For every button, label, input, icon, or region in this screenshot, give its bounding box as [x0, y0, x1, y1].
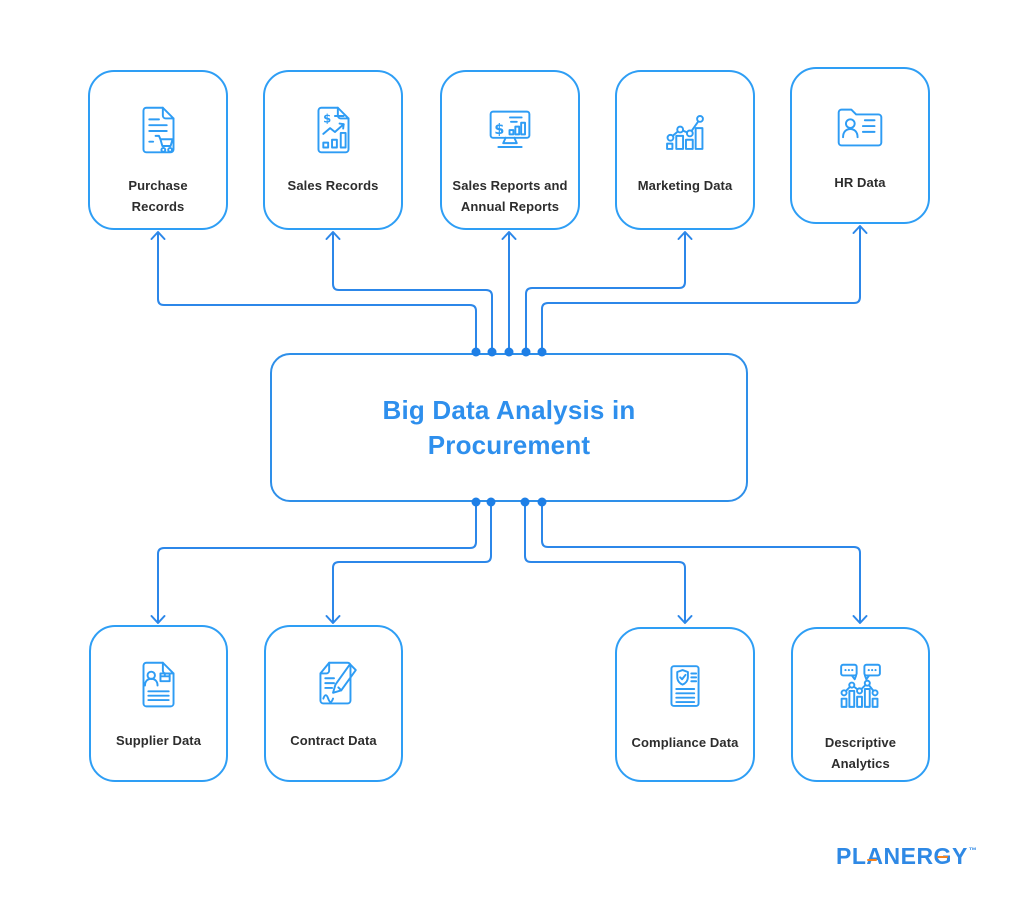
node-label: HR Data	[834, 175, 886, 190]
diagram-title: Big Data Analysis in Procurement	[382, 395, 636, 460]
svg-text:$: $	[494, 122, 504, 138]
edge-to-purchase-records	[150, 231, 477, 352]
edge-to-supplier-data	[150, 502, 477, 624]
node-label: Descriptive Analytics	[824, 735, 897, 771]
node-label: Sales Records	[287, 178, 379, 193]
edge-to-contract-data	[325, 502, 492, 624]
node-hr-data: HR Data	[790, 67, 930, 224]
center-node: Big Data Analysis in Procurement	[270, 353, 748, 502]
logo-accent-g	[937, 855, 948, 859]
node-descriptive-analytics: Descriptive Analytics	[791, 627, 930, 782]
node-sales-reports: $ Sales Reports and Annual Reports	[440, 70, 580, 230]
svg-text:$: $	[323, 111, 331, 125]
node-label: Supplier Data	[115, 733, 202, 748]
purchase-records-icon	[142, 106, 175, 154]
edge-to-sales-records	[325, 231, 493, 352]
node-marketing-data: Marketing Data	[615, 70, 755, 230]
sales-records-icon: $	[317, 106, 350, 154]
node-label: Contract Data	[290, 733, 377, 748]
node-sales-records: $ Sales Records	[263, 70, 403, 230]
sales-reports-icon: $	[489, 110, 531, 148]
node-supplier-data: Supplier Data	[89, 625, 228, 782]
marketing-data-icon	[666, 115, 704, 150]
node-label: Marketing Data	[637, 178, 733, 193]
supplier-data-icon	[142, 661, 174, 708]
edge-to-hr-data	[541, 225, 868, 352]
compliance-data-icon	[670, 665, 700, 707]
descriptive-analytics-icon	[839, 663, 881, 708]
edge-to-marketing-data	[525, 231, 693, 352]
node-purchase-records: Purchase Records	[88, 70, 228, 230]
hr-data-icon	[837, 108, 883, 147]
logo-accent-a	[867, 858, 877, 862]
edge-to-compliance-data	[524, 502, 693, 624]
node-label: Purchase Records	[128, 178, 188, 214]
logo-text: PLANERGY	[836, 843, 968, 869]
trademark-symbol: ™	[968, 846, 978, 855]
planergy-logo: PLANERGY™	[836, 843, 977, 870]
node-contract-data: Contract Data	[264, 625, 403, 782]
node-compliance-data: Compliance Data	[615, 627, 755, 782]
edge-to-descriptive-analytics	[541, 502, 868, 624]
contract-data-icon	[318, 661, 357, 705]
node-label: Sales Reports and Annual Reports	[452, 178, 568, 214]
node-label: Compliance Data	[631, 735, 739, 750]
